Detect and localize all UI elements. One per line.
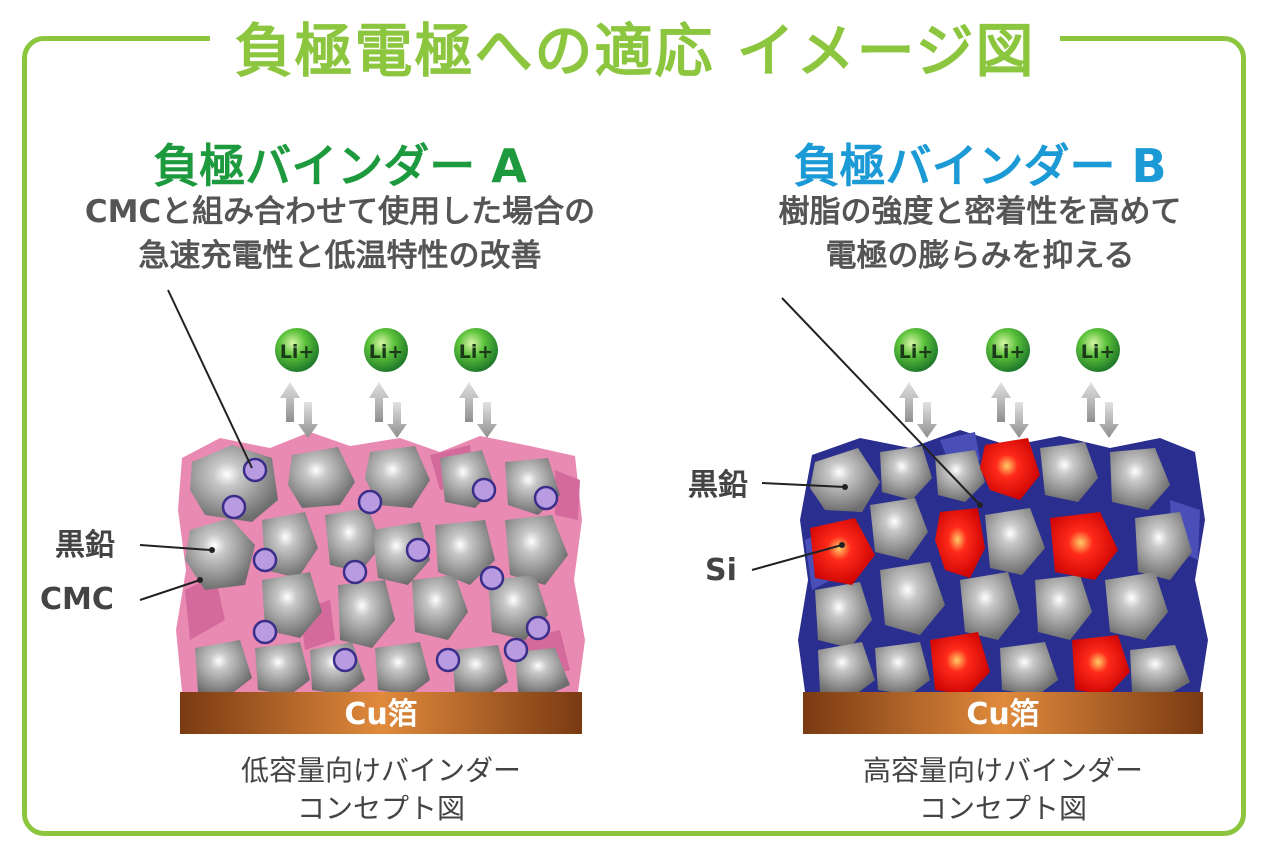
graphite-particles-right — [810, 442, 1192, 695]
right-description-line2: 電極の膨らみを抑える — [825, 238, 1135, 274]
left-panel-title: 負極バインダー A — [153, 139, 527, 193]
right-caption: 高容量向けバインダー コンセプト図 — [803, 752, 1203, 828]
binder-pointer-dot — [977, 502, 983, 508]
left-caption-line2: コンセプト図 — [296, 792, 465, 825]
right-panel-title: 負極バインダー B — [793, 139, 1167, 193]
li-ions-right: Li+ Li+ Li+ — [894, 328, 1120, 372]
si-label: Si — [705, 553, 737, 588]
li-ion-right-3-label: Li+ — [1081, 341, 1116, 363]
cmc-label: CMC — [40, 582, 114, 617]
left-caption: 低容量向けバインダー コンセプト図 — [180, 752, 582, 828]
right-caption-line1: 高容量向けバインダー — [862, 754, 1143, 787]
left-description-line2: 急速充電性と低温特性の改善 — [138, 238, 542, 274]
cu-foil-right — [803, 692, 1203, 734]
graphite-label-right: 黒鉛 — [688, 468, 748, 503]
li-ion-right-3 — [1076, 328, 1120, 372]
ion-arrows-right — [899, 382, 1119, 438]
leader-lines-right — [751, 297, 981, 571]
li-ion-left-2 — [364, 328, 408, 372]
li-ion-right-2 — [986, 328, 1030, 372]
right-description: 樹脂の強度と密着性を高めて 電極の膨らみを抑える — [660, 190, 1270, 278]
ion-arrows-left — [280, 382, 497, 438]
right-description-line1: 樹脂の強度と密着性を高めて — [778, 194, 1182, 230]
li-ion-right-2-label: Li+ — [991, 341, 1026, 363]
graphite-label-left: 黒鉛 — [55, 528, 115, 563]
li-ion-left-1-label: Li+ — [280, 341, 315, 363]
li-ion-left-3 — [454, 328, 498, 372]
cmc-particles — [221, 457, 559, 673]
li-ion-left-2-label: Li+ — [369, 341, 404, 363]
graphite-pointer-dot-right — [842, 484, 848, 490]
left-description: CMCと組み合わせて使用した場合の 急速充電性と低温特性の改善 — [20, 190, 660, 278]
li-ion-left-3-label: Li+ — [459, 341, 494, 363]
li-ion-right-1 — [894, 328, 938, 372]
leader-lines-left — [139, 289, 253, 601]
right-caption-line2: コンセプト図 — [918, 792, 1087, 825]
li-ion-right-1-label: Li+ — [899, 341, 934, 363]
cu-foil-right-label: Cu箔 — [966, 697, 1039, 732]
graphite-pointer-dot-left — [209, 547, 215, 553]
main-title: 負極電極への適応 イメージ図 — [0, 4, 1270, 88]
left-caption-line1: 低容量向けバインダー — [240, 754, 521, 787]
li-ions-left: Li+ Li+ Li+ — [275, 328, 498, 372]
si-pointer-dot — [839, 542, 845, 548]
cu-foil-left-label: Cu箔 — [344, 697, 417, 732]
left-description-line1: CMCと組み合わせて使用した場合の — [84, 194, 596, 230]
li-ion-left-1 — [275, 328, 319, 372]
cmc-pointer-dot — [197, 577, 203, 583]
cu-foil-left — [180, 692, 582, 734]
silicon-particles — [810, 438, 1130, 695]
